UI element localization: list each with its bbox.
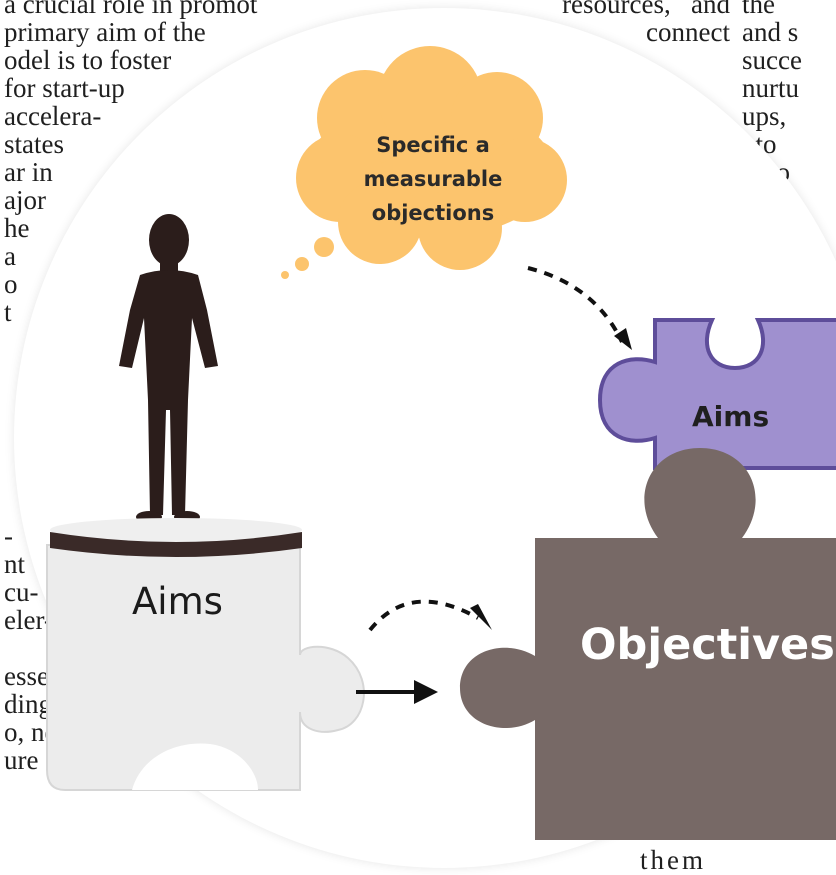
background-text-line: t	[4, 297, 12, 327]
cloud-text-line-1: Specific a	[376, 133, 490, 157]
background-text-line: succe	[742, 45, 802, 75]
background-text-line: and s	[742, 17, 799, 47]
background-text-line: ar in	[4, 157, 53, 187]
thought-cloud	[281, 46, 567, 279]
cloud-text-line-2: measurable	[363, 167, 503, 191]
cloud-text: Specific a measurable objections	[343, 128, 523, 230]
background-text-line: connect	[646, 17, 730, 47]
solid-arrow-to-objectives	[356, 680, 438, 704]
thought-bubble-dot-medium	[295, 257, 309, 271]
background-text-line: the	[742, 0, 775, 19]
background-text-line: resources, and	[562, 0, 730, 19]
background-text-line: nt	[4, 549, 26, 579]
dashed-arrow-to-objectives	[368, 599, 492, 632]
background-text-line: odel is to foster	[4, 45, 172, 75]
dashed-arrow-to-purple-piece	[527, 266, 632, 350]
background-text-line: cu-	[4, 577, 39, 607]
purple-piece-label: Aims	[692, 400, 770, 433]
white-piece-label: Aims	[132, 580, 223, 623]
background-text-line: -	[4, 521, 13, 551]
person-figure	[119, 214, 218, 523]
background-text-line: he	[4, 213, 30, 243]
background-text-line: primary aim of the	[4, 17, 206, 47]
background-text-line: states	[4, 129, 64, 159]
background-text-line: ups,	[742, 101, 787, 131]
white-puzzle-pedestal	[46, 518, 365, 791]
thought-bubble-dot-large	[314, 237, 334, 257]
background-text-line: a crucial role in promot	[4, 0, 258, 19]
background-text-line: o	[4, 269, 18, 299]
background-text-line: accelera-	[4, 101, 102, 131]
cloud-text-line-3: objections	[371, 201, 495, 225]
background-text-bottom-word: them	[640, 845, 706, 875]
background-text-line: nurtu	[742, 73, 799, 103]
background-text-line: eler-	[4, 605, 53, 635]
purple-puzzle-piece	[597, 318, 836, 470]
brown-piece-label: Objectives	[580, 620, 835, 670]
background-text-line: ajor	[4, 185, 46, 215]
thought-bubble-dot-small	[281, 271, 289, 279]
background-text-line: ure	[4, 745, 39, 775]
background-text-line: for start-up	[4, 73, 125, 103]
brown-puzzle-piece	[460, 448, 836, 840]
background-text-line: a	[4, 241, 16, 271]
